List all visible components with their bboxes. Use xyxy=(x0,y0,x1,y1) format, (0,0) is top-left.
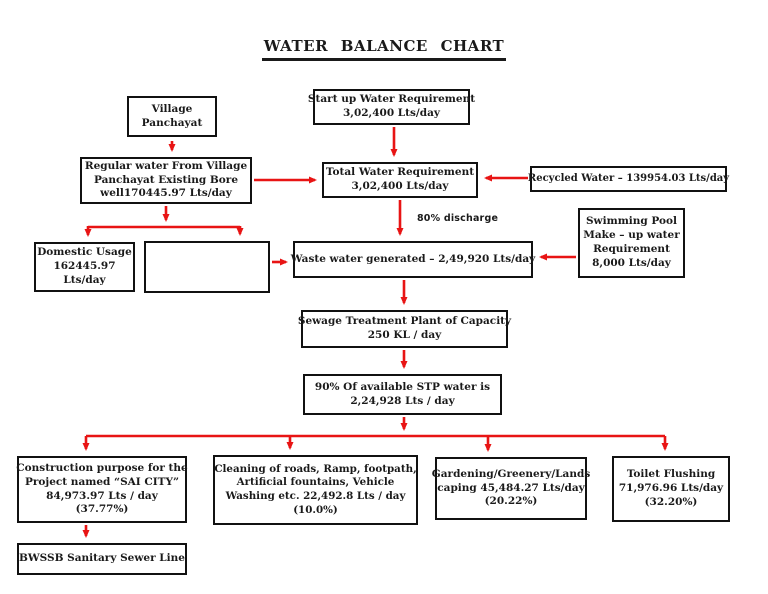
box-line: Gardening/Greenery/Lands xyxy=(431,467,591,480)
box-line: BWSSB Sanitary Sewer Line xyxy=(19,552,185,565)
arrow-stp90-split xyxy=(82,417,669,452)
arrow-regular-split xyxy=(84,206,244,237)
box-line: 162445.97 xyxy=(53,260,116,273)
box-gardening-greenery-landscaping: Gardening/Greenery/Lands caping 45,484.2… xyxy=(431,457,591,520)
box-line: 250 KL / day xyxy=(367,329,442,341)
box-line: (32.20%) xyxy=(644,495,698,508)
box-toilet-flushing: Toilet Flushing 71,976.96 Lts/day (32.20… xyxy=(612,456,730,522)
box-line: Construction purpose for the xyxy=(16,461,188,474)
box-line: Start up Water Requirement xyxy=(307,93,476,106)
box-line: Waste water generated – 2,49,920 Lts/day xyxy=(290,252,536,265)
box-line: (37.77%) xyxy=(75,503,129,516)
box-line: Sewage Treatment Plant of Capacity xyxy=(297,315,512,328)
box-line: Panchayat xyxy=(141,116,203,129)
page-title-text: WATER BALANCE CHART xyxy=(261,37,507,61)
box-sewage-treatment-plant: Sewage Treatment Plant of Capacity 250 K… xyxy=(297,310,512,348)
box-line: 90% Of available STP water is xyxy=(314,380,491,393)
box-line: 84,973.97 Lts / day xyxy=(46,489,158,502)
box-line: 3,02,400 Lts/day xyxy=(351,180,449,192)
box-line: (20.22%) xyxy=(484,495,538,508)
box-total-water-requirement: Total Water Requirement 3,02,400 Lts/day xyxy=(322,162,478,198)
box-line: Swimming Pool xyxy=(585,215,678,228)
box-line: Make – up water xyxy=(583,229,680,242)
box-line: Lts/day xyxy=(63,273,106,286)
box-bwssb-sanitary-sewer-line: BWSSB Sanitary Sewer Line xyxy=(17,543,187,575)
box-unlabeled-empty xyxy=(144,241,270,293)
box-line: 3,02,400 Lts/day xyxy=(342,107,441,119)
box-line: Artificial fountains, Vehicle xyxy=(236,476,395,489)
box-line: Panchayat Existing Bore xyxy=(93,173,239,186)
box-waste-water-generated: Waste water generated – 2,49,920 Lts/day xyxy=(290,241,536,278)
box-line: Village xyxy=(151,102,193,115)
box-line: well170445.97 Lts/day xyxy=(100,187,232,200)
box-domestic-usage: Domestic Usage 162445.97 Lts/day xyxy=(34,242,135,292)
box-line: caping 45,484.27 Lts/day xyxy=(437,481,585,494)
box-line: Domestic Usage xyxy=(37,246,132,259)
page-title: WATER BALANCE CHART xyxy=(0,36,768,61)
box-line: Regular water From Village xyxy=(84,159,248,172)
box-village-panchayat: Village Panchayat xyxy=(127,96,217,137)
box-available-stp-water: 90% Of available STP water is 2,24,928 L… xyxy=(303,374,502,415)
box-construction-purpose: Construction purpose for the Project nam… xyxy=(16,456,188,523)
box-line: Project named “SAI CITY” xyxy=(25,475,179,488)
box-line: 2,24,928 Lts / day xyxy=(350,394,455,407)
box-startup-water-requirement: Start up Water Requirement 3,02,400 Lts/… xyxy=(308,89,475,125)
box-recycled-water: Recycled Water – 139954.03 Lts/day xyxy=(527,166,730,192)
box-cleaning-of-roads: Cleaning of roads, Ramp, footpath, Artif… xyxy=(213,455,418,525)
box-line: (10.0%) xyxy=(293,503,338,516)
box-line: Total Water Requirement xyxy=(325,166,475,179)
box-swimming-pool-makeup: Swimming Pool Make – up water Requiremen… xyxy=(578,208,685,278)
box-line: 71,976.96 Lts/day xyxy=(618,482,724,495)
box-line: Recycled Water – 139954.03 Lts/day xyxy=(527,173,730,185)
box-line: Washing etc. 22,492.8 Lts / day xyxy=(225,490,406,502)
box-line: Cleaning of roads, Ramp, footpath, xyxy=(214,462,417,475)
box-line: Toilet Flushing xyxy=(626,468,716,481)
box-line: Requirement xyxy=(593,243,670,255)
box-regular-water-from-village: Regular water From Village Panchayat Exi… xyxy=(80,157,252,204)
label-80-percent-discharge: 80% discharge xyxy=(417,213,499,224)
box-line: 8,000 Lts/day xyxy=(592,256,671,269)
